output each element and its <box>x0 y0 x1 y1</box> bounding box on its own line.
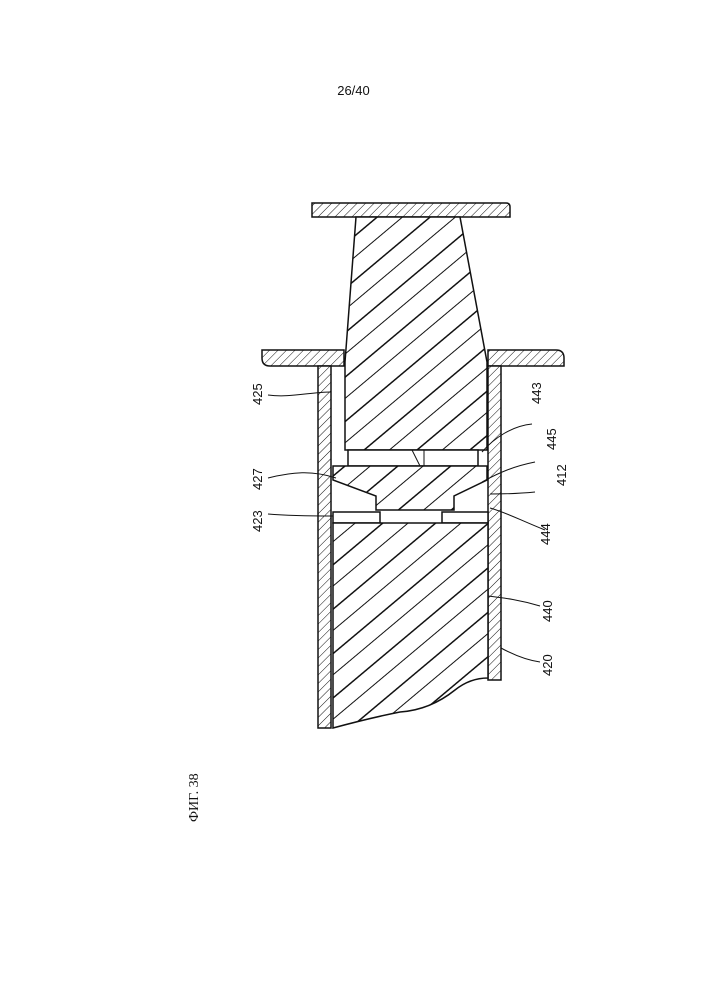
label-427: 427 <box>250 468 265 490</box>
label-440: 440 <box>540 600 555 622</box>
label-443: 443 <box>529 382 544 404</box>
barrel-wall-left <box>318 366 331 728</box>
seal-ring-right <box>442 512 488 523</box>
label-412: 412 <box>554 464 569 486</box>
label-420: 420 <box>540 654 555 676</box>
label-423: 423 <box>250 510 265 532</box>
label-425: 425 <box>250 383 265 405</box>
plunger-top-flange <box>312 203 510 217</box>
plunger-body <box>333 523 488 728</box>
label-444: 444 <box>538 523 553 545</box>
plunger-stem <box>345 217 487 450</box>
seal-ring-left <box>333 512 380 523</box>
neck-section <box>333 466 487 510</box>
figure-caption: ФИГ. 38 <box>187 773 202 822</box>
barrel-flange-right <box>488 350 564 366</box>
label-445: 445 <box>544 428 559 450</box>
barrel-wall-right <box>488 366 501 680</box>
barrel-flange-left <box>262 350 344 366</box>
